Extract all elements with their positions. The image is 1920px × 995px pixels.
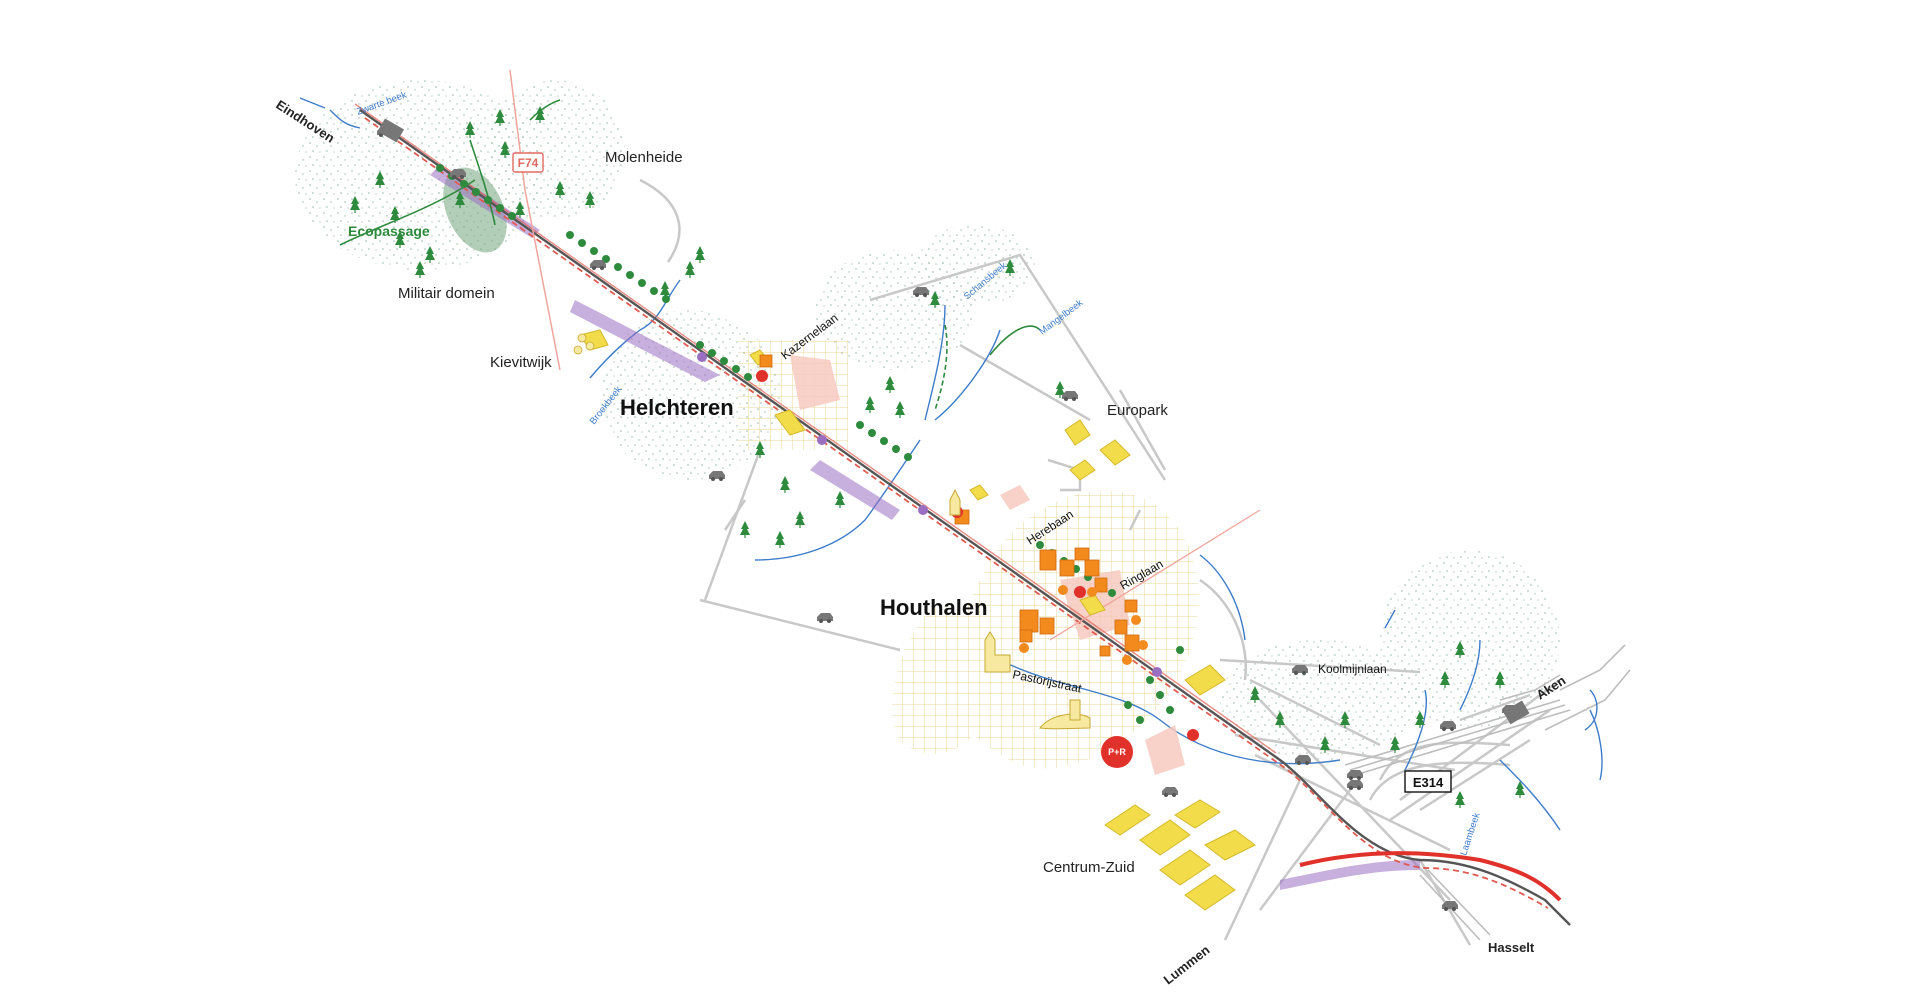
place-label-europark: Europark <box>1107 402 1168 419</box>
creek-label-laambeek: Laambeek <box>1458 811 1482 857</box>
forest-areas <box>295 80 1560 760</box>
f74-cycle-route: F74 <box>509 69 1261 641</box>
ecological-arrows <box>339 99 1041 411</box>
direction-label-hasselt: Hasselt <box>1488 940 1535 955</box>
truck-icon <box>1502 700 1530 725</box>
railway <box>354 103 1571 926</box>
monument-icon <box>1039 699 1091 730</box>
park-and-ride-icon[interactable] <box>1101 736 1133 768</box>
place-label-houthalen: Houthalen <box>880 595 988 620</box>
place-label-helchteren: Helchteren <box>620 395 734 420</box>
housing-blocks <box>579 329 1256 911</box>
place-label-militair-domein: Militair domein <box>398 285 495 302</box>
f74-badge <box>512 152 544 173</box>
orange-buildings <box>759 354 1140 657</box>
f74-label: F74 <box>518 156 539 170</box>
place-label-centrum-zuid: Centrum-Zuid <box>1043 859 1135 876</box>
ecopassage-label: Ecopassage <box>348 223 430 239</box>
place-label-molenheide: Molenheide <box>605 149 683 166</box>
place-label-kievitwijk: Kievitwijk <box>490 354 552 371</box>
e314-badge <box>1404 770 1452 793</box>
direction-label-lummen: Lummen <box>1161 942 1213 987</box>
waterways <box>299 97 1603 831</box>
street-label-koolmijnlaan: Koolmijnlaan <box>1318 662 1387 676</box>
mobility-hubs <box>697 352 1199 741</box>
bike-stops <box>1019 585 1148 665</box>
creek-label-mangelbeek: Mangelbeek <box>1037 297 1085 337</box>
truck-icon <box>377 118 405 143</box>
e314-label: E314 <box>1413 775 1444 790</box>
hut-icon <box>573 333 595 355</box>
park-and-ride-label: P+R <box>1108 747 1126 757</box>
church-icon <box>949 488 1011 673</box>
